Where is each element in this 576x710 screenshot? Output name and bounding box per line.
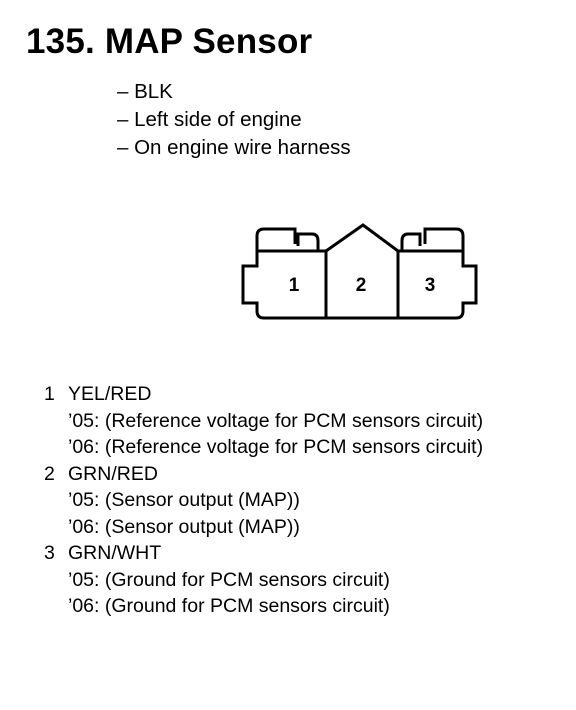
- pin-detail: ’06: (Ground for PCM sensors circuit): [68, 595, 390, 617]
- terminal-label-1: 1: [289, 275, 300, 296]
- pin-detail: ’05: (Reference voltage for PCM sensors …: [68, 409, 484, 432]
- pin-list: 1 YEL/RED ’05: (Reference voltage for PCM…: [44, 381, 483, 620]
- right-latch-outer: [423, 227, 465, 251]
- connector-body: [241, 223, 478, 320]
- pin-detail: ’05: (Ground for PCM sensors circuit): [68, 568, 390, 591]
- pin-entry-3: 3 GRN/WHT ’05: (Ground for PCM sensors ci…: [44, 540, 483, 620]
- pin-number: 3: [44, 542, 55, 564]
- pin-number: 2: [44, 462, 55, 485]
- page-title: 135. MAP Sensor: [26, 22, 313, 61]
- left-latch-inner: [296, 232, 320, 250]
- pin-detail: ’06: (Sensor output (MAP)): [68, 515, 300, 538]
- terminal-label-3: 3: [425, 275, 436, 296]
- note-harness: – On engine wire harness: [117, 136, 351, 159]
- pin-wire-color: GRN/RED: [68, 462, 158, 485]
- pin-detail: ’06: (Reference voltage for PCM sensors …: [68, 436, 484, 458]
- pin-entry-2: 2 GRN/RED ’05: (Sensor output (MAP)) ’06:…: [44, 461, 483, 541]
- note-location: – Left side of engine: [117, 108, 302, 131]
- pin-wire-color: YEL/RED: [68, 383, 152, 405]
- terminal-label-2: 2: [356, 275, 367, 296]
- right-latch-inner: [400, 232, 422, 250]
- connector-notes: – BLK – Left side of engine – On engine …: [117, 78, 351, 162]
- left-latch-outer: [255, 227, 297, 251]
- pin-entry-1: 1 YEL/RED ’05: (Reference voltage for PCM…: [44, 381, 483, 461]
- note-color: – BLK: [117, 80, 173, 103]
- pin-number: 1: [44, 383, 55, 405]
- pin-detail: ’05: (Sensor output (MAP)): [68, 489, 300, 511]
- connector-diagram: 1 2 3: [241, 223, 478, 320]
- pin-wire-color: GRN/WHT: [68, 542, 162, 564]
